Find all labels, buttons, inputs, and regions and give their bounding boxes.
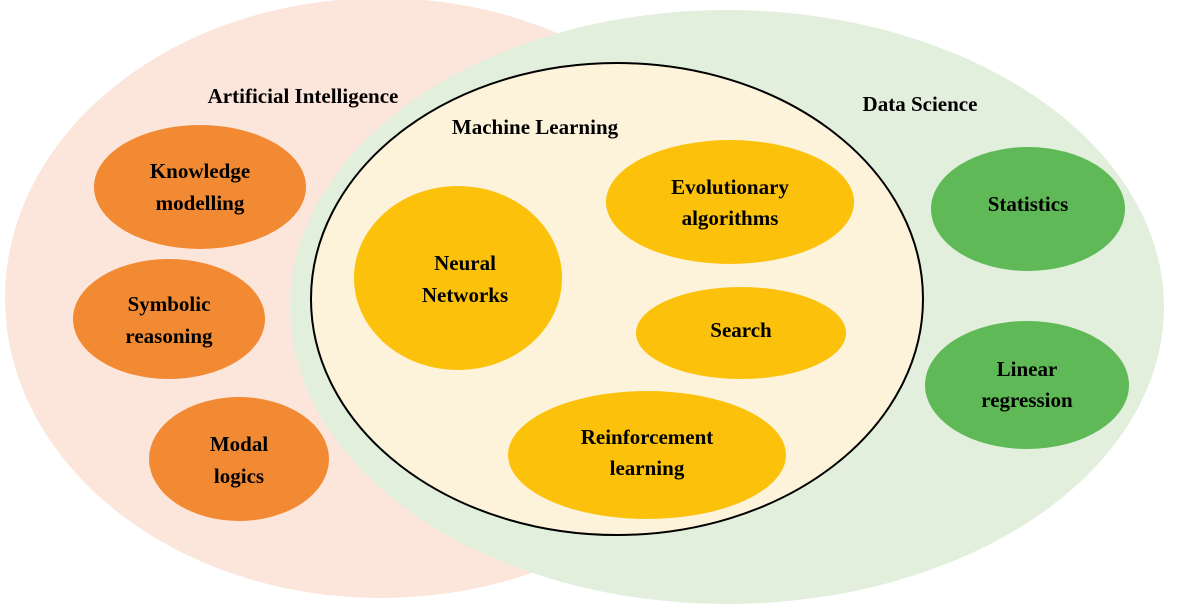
bubble-neural-networks-label-1: Neural <box>434 251 496 275</box>
bubble-neural-networks-shape <box>354 186 562 370</box>
bubble-reinforcement-learning-label-1: Reinforcement <box>581 425 714 449</box>
bubble-symbolic-reasoning-label-1: Symbolic <box>128 292 211 316</box>
bubble-search-shape <box>636 287 846 379</box>
bubble-evolutionary-algorithms-shape <box>606 140 854 264</box>
bubble-reinforcement-learning: Reinforcement learning <box>508 391 786 519</box>
bubble-symbolic-reasoning-shape <box>73 259 265 379</box>
bubble-statistics-shape <box>931 147 1125 271</box>
ds-set-title: Data Science <box>863 92 978 116</box>
bubble-statistics: Statistics <box>931 147 1125 271</box>
bubble-symbolic-reasoning: Symbolic reasoning <box>73 259 265 379</box>
bubble-modal-logics-label-1: Modal <box>210 432 269 456</box>
bubble-reinforcement-learning-label-2: learning <box>610 456 685 480</box>
ai-set-title: Artificial Intelligence <box>208 84 399 108</box>
bubble-modal-logics: Modal logics <box>149 397 329 521</box>
bubble-neural-networks-label-2: Networks <box>422 283 508 307</box>
bubble-neural-networks: Neural Networks <box>354 186 562 370</box>
bubble-evolutionary-algorithms: Evolutionary algorithms <box>606 140 854 264</box>
bubble-linear-regression-label-2: regression <box>981 388 1073 412</box>
bubble-knowledge-modelling-label-1: Knowledge <box>150 159 250 183</box>
bubble-search: Search <box>636 287 846 379</box>
bubble-knowledge-modelling-label-2: modelling <box>156 191 245 215</box>
bubble-evolutionary-algorithms-label-2: algorithms <box>682 206 779 230</box>
ml-set-title: Machine Learning <box>452 115 619 139</box>
bubble-evolutionary-algorithms-label-1: Evolutionary <box>671 175 789 199</box>
bubble-search-label: Search <box>710 318 772 342</box>
bubble-linear-regression-shape <box>925 321 1129 449</box>
bubble-modal-logics-label-2: logics <box>214 464 264 488</box>
bubble-knowledge-modelling: Knowledge modelling <box>94 125 306 249</box>
bubble-knowledge-modelling-shape <box>94 125 306 249</box>
bubble-linear-regression: Linear regression <box>925 321 1129 449</box>
bubble-modal-logics-shape <box>149 397 329 521</box>
bubble-reinforcement-learning-shape <box>508 391 786 519</box>
bubble-symbolic-reasoning-label-2: reasoning <box>125 324 213 348</box>
bubble-statistics-label: Statistics <box>988 192 1069 216</box>
bubble-linear-regression-label-1: Linear <box>997 357 1058 381</box>
